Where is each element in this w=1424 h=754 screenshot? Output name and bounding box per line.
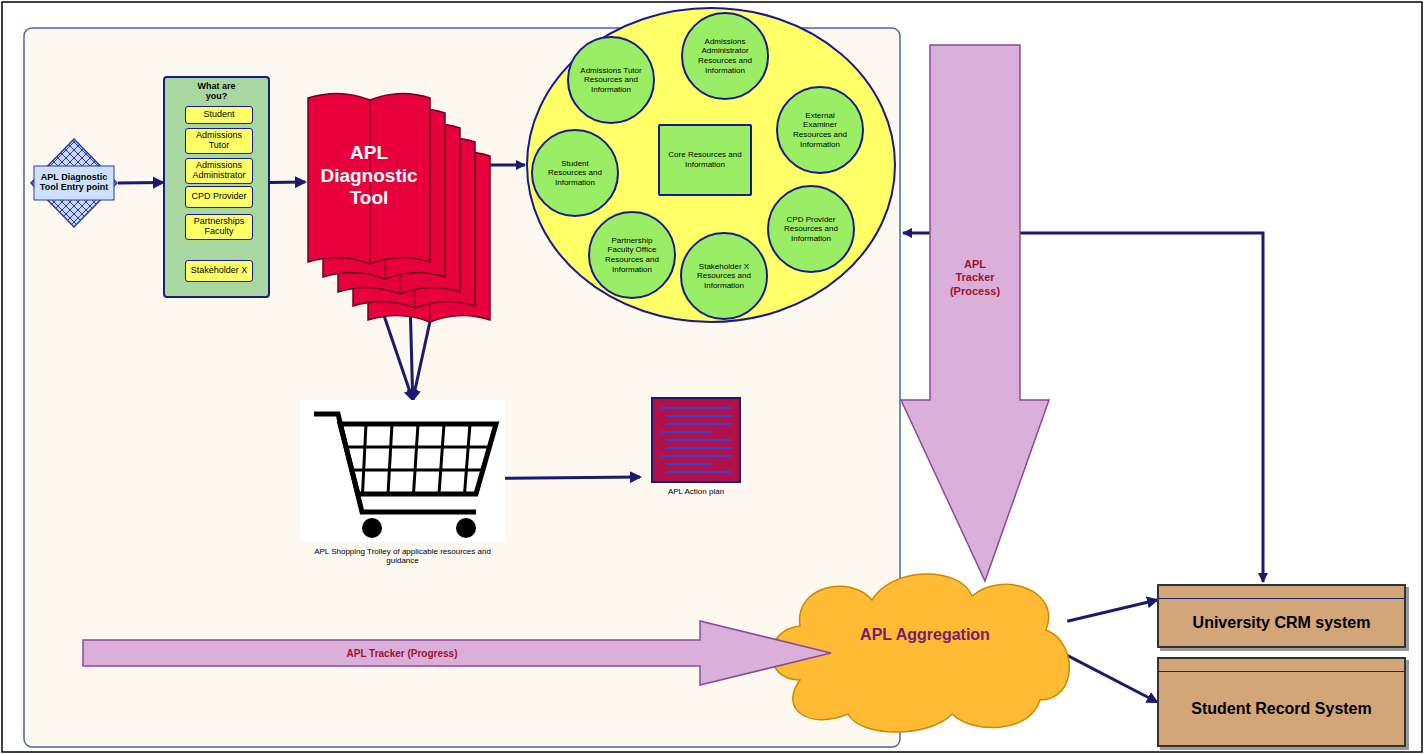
tracker-label: APL Tracker (Process) [945, 258, 1005, 298]
role-label: CPD Provider [191, 192, 246, 202]
text-area: APL Aggregation [840, 610, 1010, 660]
connector-arrow [270, 181, 305, 185]
resources-ellipse [527, 8, 895, 322]
system-box: University CRM system [1157, 584, 1406, 648]
entry-point-diamond: APL Diagnostic Tool Entry point [30, 138, 118, 228]
diagnostic-tool-book: APL Diagnostic Tool [305, 90, 490, 320]
role-option-box: Admissions Administrator [185, 158, 253, 184]
resource-label: Stakeholder X Resources and Information [692, 262, 756, 291]
box-header-rule [1159, 586, 1404, 599]
shopping-trolley: APL Shopping Trolley of applicable resou… [300, 400, 505, 570]
system-label: University CRM system [1193, 613, 1371, 632]
box-heading: What are you? [187, 81, 247, 102]
resource-circle: Admissions Administrator Resources and I… [681, 12, 769, 100]
role-option-box: Partnerships Faculty [185, 214, 253, 240]
book-stack [305, 90, 490, 320]
connector-arrow [118, 181, 163, 184]
role-option-box: Stakeholder X [185, 260, 253, 282]
text-area: APL Shopping Trolley of applicable resou… [300, 546, 505, 568]
text-area: APL Action plan [640, 484, 752, 500]
resource-label: Student Resources and Information [543, 159, 607, 188]
connector-arrow [505, 477, 640, 478]
resource-circle: Stakeholder X Resources and Information [680, 232, 768, 320]
resource-circle: Partnership Faculty Office Resources and… [588, 211, 676, 299]
tracker-progress-arrow: APL Tracker (Progress) [82, 620, 832, 686]
trolley-icon [300, 400, 505, 570]
trolley-caption: APL Shopping Trolley of applicable resou… [300, 548, 505, 566]
resource-label: Admissions Administrator Resources and I… [693, 37, 757, 75]
text-area: APL Tracker (Progress) [142, 640, 662, 666]
text-area: APL Diagnostic Tool Entry point [34, 166, 114, 200]
role-label: Student [203, 110, 234, 120]
resource-circle: Admissions Tutor Resources and Informati… [567, 36, 655, 124]
resource-label: Partnership Faculty Office Resources and… [600, 236, 664, 274]
core-resource-box: Core Resources and Information [658, 124, 752, 196]
resource-label: Core Resources and Information [664, 150, 746, 169]
resource-circle: CPD Provider Resources and Information [767, 185, 855, 273]
role-label: Admissions Administrator [188, 161, 250, 181]
role-selector-box: What are you? StudentAdmissions TutorAdmi… [163, 76, 270, 298]
document-icon [640, 398, 752, 502]
system-box: Student Record System [1157, 657, 1406, 747]
connector-arrow [1067, 655, 1157, 702]
aggregation-label: APL Aggregation [860, 626, 990, 644]
box-header-rule [1159, 659, 1404, 672]
role-option-box: CPD Provider [185, 186, 253, 208]
tool-title: APL Diagnostic Tool [310, 142, 428, 210]
system-label: Student Record System [1191, 699, 1371, 718]
connector-arrow [1067, 600, 1157, 621]
resource-label: Admissions Tutor Resources and Informati… [579, 66, 643, 95]
role-option-box: Admissions Tutor [185, 128, 253, 154]
resource-label: CPD Provider Resources and Information [779, 215, 843, 244]
resource-label: External Examiner Resources and Informat… [788, 111, 852, 149]
entry-label: APL Diagnostic Tool Entry point [34, 173, 114, 193]
role-option-box: Student [185, 106, 253, 124]
document-caption: APL Action plan [668, 488, 724, 497]
role-label: Stakeholder X [191, 266, 248, 276]
connector-arrow [410, 315, 412, 400]
connector-arrow [413, 318, 431, 400]
role-label: Admissions Tutor [188, 131, 250, 151]
text-area: APL Tracker (Process) [932, 250, 1018, 306]
tracker-process-arrow: APL Tracker (Process) [900, 44, 1050, 582]
tracker-label: APL Tracker (Progress) [347, 648, 458, 659]
action-plan-document: APL Action plan [640, 398, 752, 502]
role-label: Partnerships Faculty [188, 217, 250, 237]
resource-circle: Student Resources and Information [531, 129, 619, 217]
resource-circle: External Examiner Resources and Informat… [776, 86, 864, 174]
arrow-band [900, 44, 1050, 582]
text-area: APL Diagnostic Tool [308, 96, 430, 256]
